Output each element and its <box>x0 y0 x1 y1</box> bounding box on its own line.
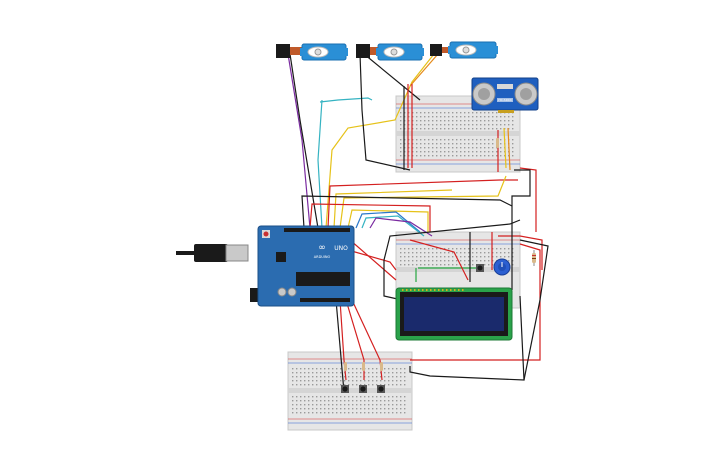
wire-black <box>383 219 521 301</box>
wire-black <box>301 195 513 229</box>
wire-teal <box>361 215 425 237</box>
wire-purple <box>369 217 433 237</box>
wire-red <box>410 243 541 361</box>
wire-red <box>498 235 543 270</box>
wire-red <box>309 203 431 232</box>
top-resistor <box>496 138 499 148</box>
wire-black <box>359 53 411 171</box>
servo-motor-2[interactable] <box>356 43 424 61</box>
wire-red <box>327 179 518 229</box>
wire-red <box>351 299 383 381</box>
wire-teal <box>319 97 373 103</box>
wire-red <box>347 249 397 271</box>
lcd-16x2[interactable] <box>395 287 513 341</box>
wire-yellow <box>503 127 507 169</box>
wire-purple <box>287 53 311 229</box>
pushbutton-2[interactable] <box>359 385 367 393</box>
wire-yellow <box>339 175 507 229</box>
servo-motor-3[interactable] <box>430 41 498 59</box>
wire-orange <box>409 53 439 87</box>
sensor-label: HC-SR04 <box>498 98 511 102</box>
arduino-brand: ARDUINO <box>314 255 331 259</box>
button-resistors <box>344 362 383 371</box>
wire-teal <box>317 99 323 229</box>
arduino-model: UNO <box>334 245 348 252</box>
wire-yellow <box>333 189 453 229</box>
wire-black <box>519 239 549 381</box>
wires <box>287 53 549 393</box>
wire-black <box>363 53 421 101</box>
servo-motor-1[interactable] <box>276 43 348 61</box>
wire-yellow <box>325 53 435 229</box>
pushbutton-1[interactable] <box>341 385 349 393</box>
breadboard-bottom <box>287 351 413 431</box>
wire-red <box>409 239 469 281</box>
arduino-logo: ∞ <box>318 243 326 253</box>
middle-pushbutton[interactable] <box>476 264 484 272</box>
resistor <box>532 250 536 266</box>
wire-orange <box>507 127 511 171</box>
wire-red <box>345 299 365 380</box>
wire-black <box>511 169 531 232</box>
ultrasonic-sensor[interactable]: HC-SR04 <box>471 77 539 113</box>
wire-black <box>289 53 319 229</box>
wire-red <box>339 299 347 381</box>
potentiometer[interactable] <box>493 258 511 276</box>
pushbutton-3[interactable] <box>377 385 385 393</box>
wire-black <box>335 299 345 393</box>
wire-red <box>519 167 537 232</box>
wire-yellow <box>347 209 429 232</box>
wire-red <box>349 239 397 281</box>
wire-black <box>409 295 525 381</box>
arduino-uno[interactable]: ∞ UNO ARDUINO <box>176 225 355 307</box>
